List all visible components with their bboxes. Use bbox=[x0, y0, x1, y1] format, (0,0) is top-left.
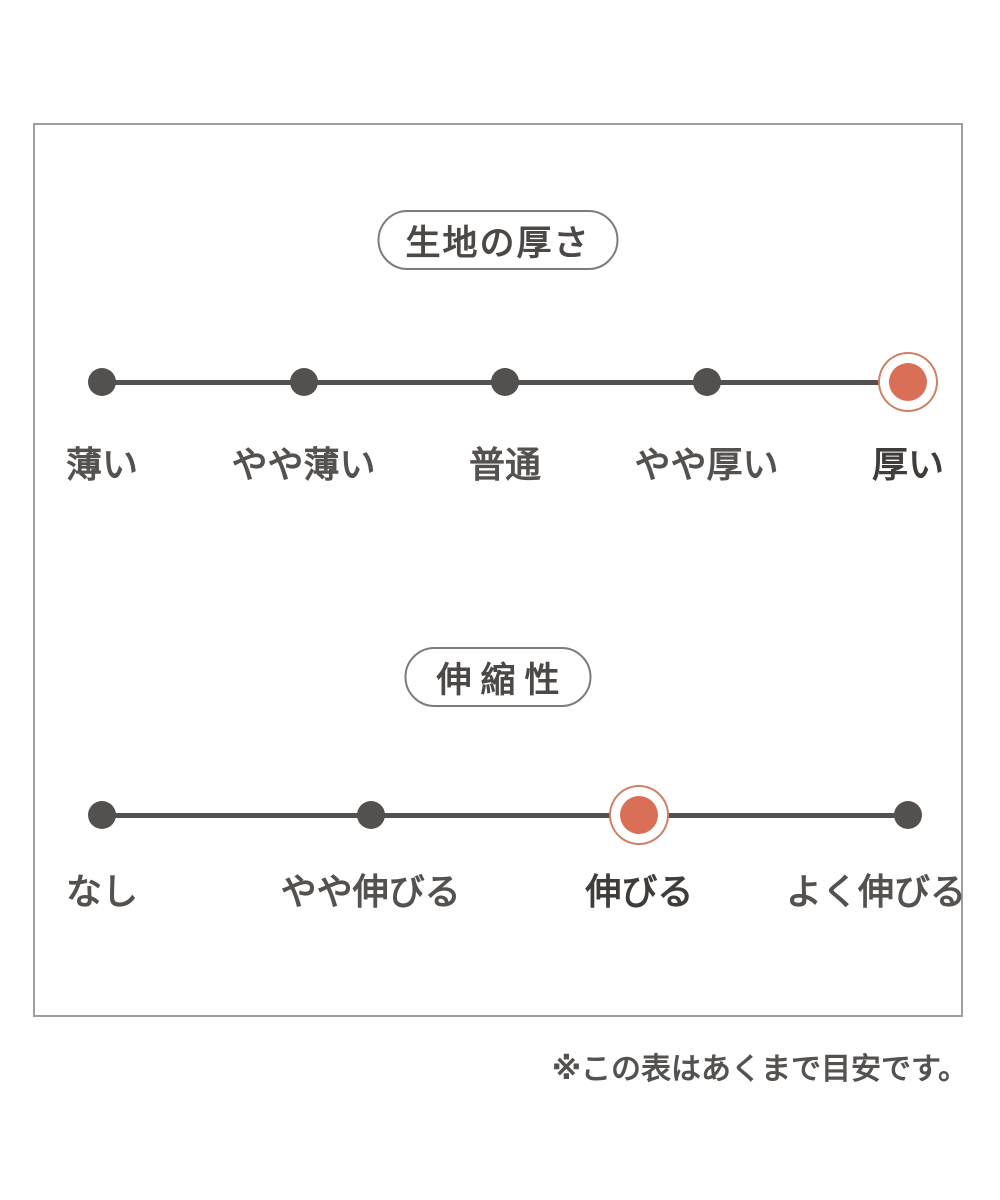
stretch-scale-line bbox=[102, 812, 908, 818]
stretch-dot-selected bbox=[620, 796, 659, 834]
stretch-dot-4 bbox=[894, 801, 922, 829]
thickness-dot-3 bbox=[491, 368, 519, 396]
thickness-dot-2 bbox=[289, 368, 318, 396]
thickness-label-somewhat-thick: やや厚い bbox=[634, 444, 779, 485]
thickness-dot-1 bbox=[88, 368, 116, 396]
thickness-label-somewhat-thin: やや薄い bbox=[231, 444, 376, 485]
thickness-label-thin: 薄い bbox=[65, 444, 139, 485]
stretch-label-none: なし bbox=[65, 871, 139, 912]
stretch-labels: なし やや伸びる 伸びる よく伸びる bbox=[66, 871, 966, 912]
thickness-dot-4 bbox=[692, 368, 721, 396]
footnote: ※この表はあくまで目安です。 bbox=[551, 1053, 968, 1086]
thickness-title: 生地の厚さ bbox=[405, 223, 591, 263]
stretch-label-somewhat-stretchy: やや伸びる bbox=[280, 871, 461, 912]
stretch-label-very-stretchy: よく伸びる bbox=[785, 871, 967, 912]
thickness-dot-selected bbox=[889, 363, 927, 401]
thickness-title-pill: 生地の厚さ bbox=[377, 210, 619, 270]
stretch-label-stretchy-selected: 伸びる bbox=[585, 871, 694, 912]
stretch-title-pill: 伸縮性 bbox=[404, 647, 592, 707]
chart-frame: 生地の厚さ 薄い やや薄い 普通 やや厚い 厚い 伸縮性 bbox=[33, 123, 966, 1017]
thickness-labels: 薄い やや薄い 普通 やや厚い 厚い bbox=[66, 444, 944, 485]
thickness-label-thick-selected: 厚い bbox=[871, 444, 945, 485]
thickness-label-normal: 普通 bbox=[468, 444, 542, 485]
stretch-dot-1 bbox=[88, 801, 116, 829]
stretch-dot-2 bbox=[356, 801, 385, 829]
stretch-title: 伸縮性 bbox=[436, 660, 569, 700]
